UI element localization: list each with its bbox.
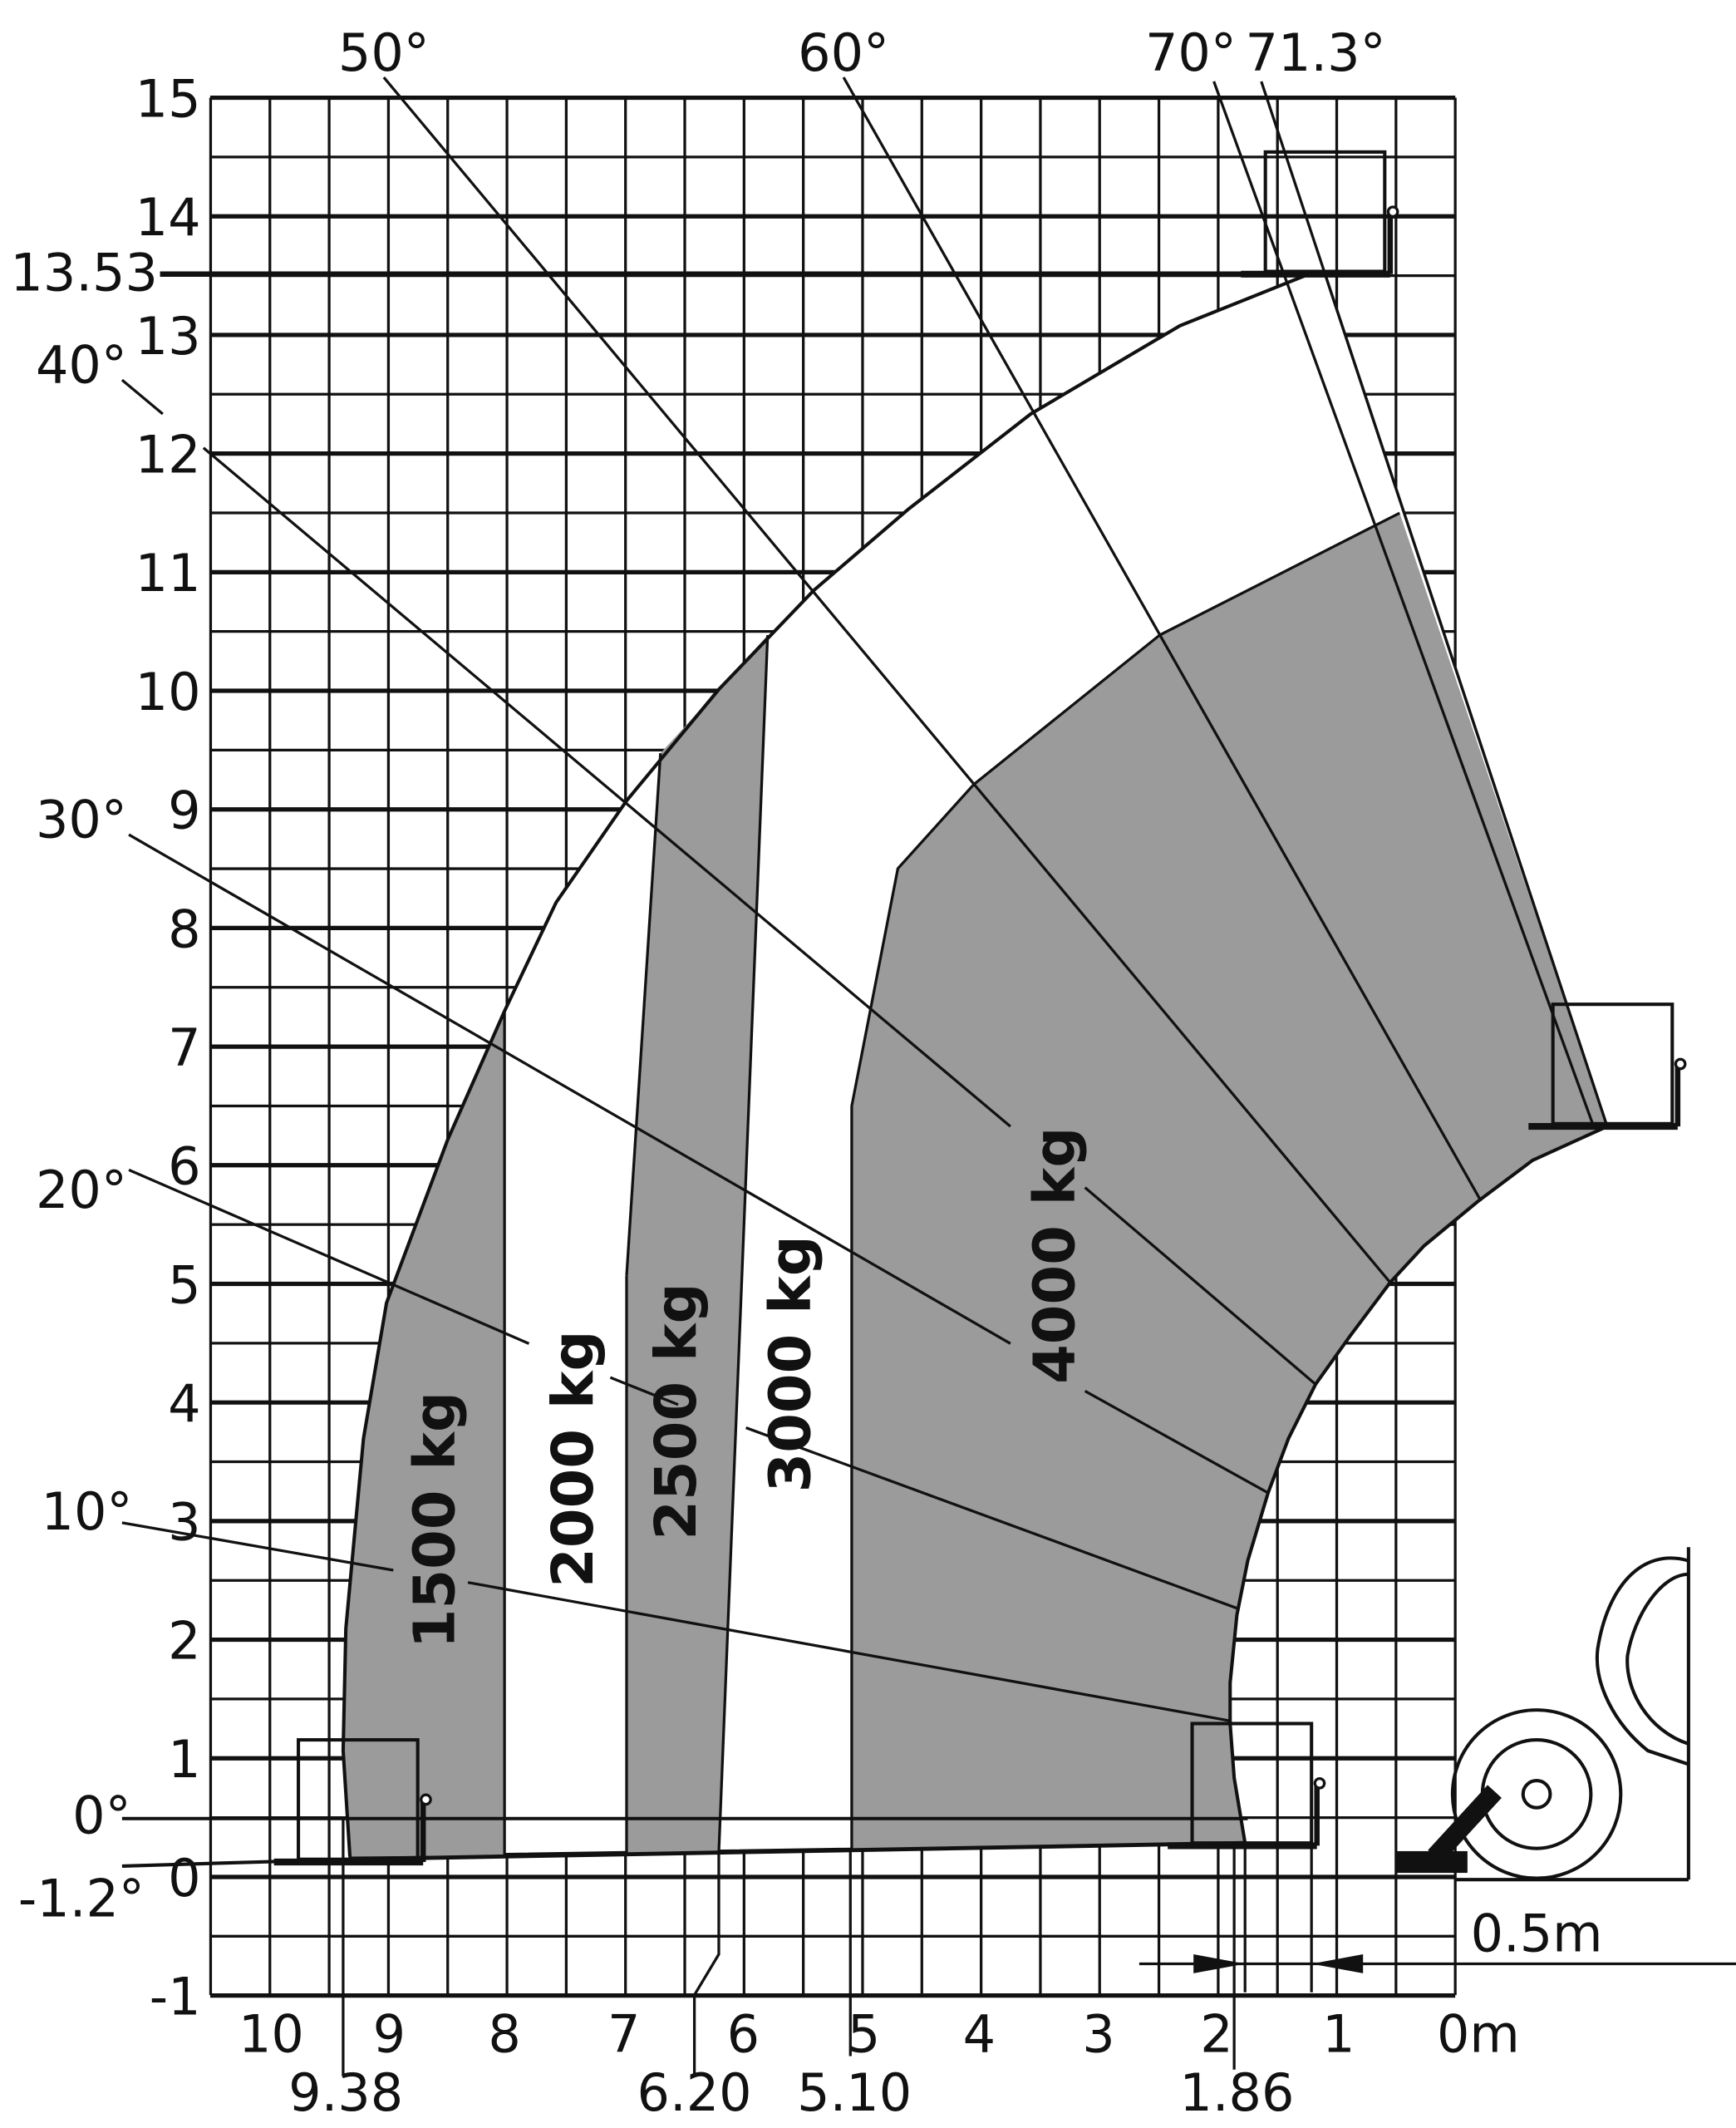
y-tick-label: 5 [168, 1254, 200, 1315]
reach-mark-6-20 [692, 1852, 720, 2076]
y-tick-label: 4 [168, 1373, 200, 1434]
zone-1500kg [342, 1011, 505, 1857]
cab-window [1625, 1572, 1689, 1746]
arrow-left-icon [1311, 1954, 1364, 1973]
attachment-right-mid-fork-tip [1674, 1057, 1687, 1071]
angle-line-30 [1084, 1390, 1269, 1495]
y-tick-label: 3 [168, 1492, 200, 1553]
angle-line-50 [382, 76, 1392, 1283]
y-tick-label: 7 [168, 1017, 200, 1078]
boom-angle-label: 70° [1145, 22, 1237, 83]
load-zone-label: 1500 kg [402, 1392, 469, 1648]
zone-boundary [625, 753, 662, 1276]
boom-angle-label: -1.2° [18, 1868, 145, 1928]
outer-envelope-arc [341, 272, 1325, 1857]
x-tick-label: 3 [1082, 2004, 1114, 2065]
y-tick-label: 10 [135, 662, 201, 722]
y-tick-label: 8 [168, 899, 200, 959]
arrow-right-icon [1193, 1954, 1246, 1973]
x-tick-label: 9 [373, 2004, 406, 2065]
boom-base-icon [1396, 1850, 1468, 1874]
x-tick-label: 0m [1437, 2004, 1520, 2065]
x-tick-label: 7 [607, 2004, 640, 2065]
x-tick-label: 1 [1322, 2004, 1355, 2065]
y-tick-label: 2 [168, 1610, 200, 1671]
boom-angle-label: 0° [72, 1786, 130, 1846]
y-tick-label: 1 [168, 1729, 200, 1790]
zone-2500kg [626, 635, 768, 1855]
boom-angle-label: 60° [798, 22, 889, 83]
load-zone-label: 2000 kg [540, 1330, 607, 1587]
x-tick-label: 8 [488, 2004, 520, 2065]
attachment-top-load-box [1263, 150, 1387, 273]
x-tick-label: 4 [963, 2004, 996, 2065]
wheel-hub-icon [1521, 1779, 1552, 1810]
zone-boundary [850, 511, 1400, 1849]
reach-mark-label: 5.10 [797, 2062, 912, 2123]
y-tick-label: 12 [135, 424, 201, 485]
angle-line-40 [202, 446, 1011, 1128]
angle-line-60 [842, 76, 1483, 1202]
reach-mark-label: 9.38 [288, 2062, 403, 2123]
angle-line-30 [128, 833, 1011, 1345]
ground-line-minus-1-2 [350, 1840, 1246, 1862]
wheel-rim-icon [1480, 1738, 1593, 1850]
undefined [609, 1376, 679, 1406]
y-tick-label: 13 [135, 306, 201, 367]
load-zone-label: 4000 kg [1022, 1127, 1089, 1384]
attachment-right-low-fork-tip [1313, 1776, 1326, 1790]
angle-line-40 [1084, 1186, 1317, 1386]
attachment-left-fork-tip [420, 1793, 432, 1806]
zone-4000kg [851, 513, 1607, 1849]
zone-boundary [717, 635, 770, 1853]
angle-line-70 [1212, 81, 1596, 1127]
y-tick-label: 14 [135, 187, 201, 248]
y-tick-label: 0 [168, 1848, 200, 1909]
reach-mark-label: 1.86 [1179, 2062, 1294, 2123]
load-zone-label: 3000 kg [757, 1235, 824, 1492]
boom-angle-label: 30° [36, 789, 127, 850]
y-tick-label: -1 [150, 1966, 201, 2027]
boom-angle-label: 71.3° [1246, 22, 1386, 83]
reach-mark-label: 6.20 [637, 2062, 752, 2123]
boom-angle-label: 10° [41, 1481, 132, 1542]
angle-line-20 [745, 1426, 1237, 1610]
boom-icon [1428, 1785, 1502, 1864]
y-tick-label: 15 [135, 68, 201, 129]
x-tick-label: 10 [239, 2004, 304, 2065]
x-tick-label: 5 [848, 2004, 880, 2065]
angle-line-10 [121, 1521, 394, 1572]
boom-angle-label: 20° [36, 1160, 127, 1220]
cab-outline [1595, 1556, 1689, 1766]
angle-line-10 [467, 1581, 1231, 1722]
y-tick-label: 6 [168, 1136, 200, 1197]
wheel-icon [1450, 1708, 1623, 1880]
angle-line-40 [120, 378, 164, 416]
inner-envelope-arc [1228, 1125, 1608, 1844]
attachment-top-fork-tip [1386, 205, 1399, 219]
angle-line-71-3 [1260, 81, 1609, 1127]
x-tick-label: 6 [727, 2004, 760, 2065]
angle-line-20 [128, 1168, 530, 1345]
load-zone-label: 2500 kg [643, 1283, 710, 1539]
max-height-label: 13.53 [10, 242, 158, 303]
boom-angle-label: 40° [36, 334, 127, 395]
x-tick-label: 2 [1200, 2004, 1232, 2065]
y-tick-label: 11 [135, 543, 201, 603]
y-tick-label: 9 [168, 781, 200, 841]
offset-label: 0.5m [1471, 1904, 1603, 1964]
boom-angle-label: 50° [338, 22, 430, 83]
